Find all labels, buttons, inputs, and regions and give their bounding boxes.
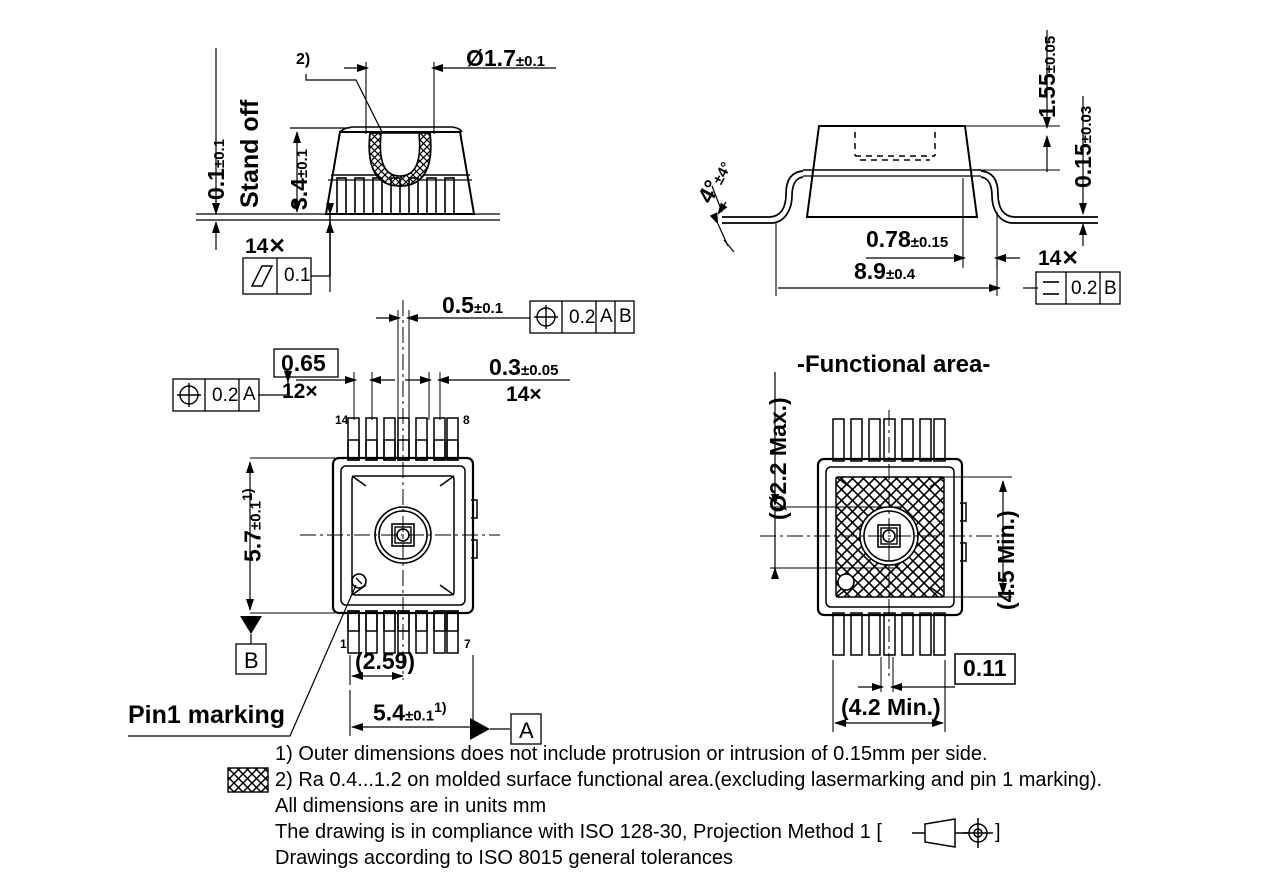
total-height-dimension: 1.55±0.05 xyxy=(1034,35,1060,118)
note-item-3: All dimensions are in units mm xyxy=(275,795,547,817)
functional-height-min: (4.5 Min.) xyxy=(993,510,1019,610)
foot-length-dimension: 0.78±0.15 xyxy=(866,226,949,252)
pin-label-7: 7 xyxy=(464,637,471,651)
standoff-label: Stand off xyxy=(236,99,264,208)
flatness-count-left: 14✕ xyxy=(245,235,286,258)
pitch-basic-box xyxy=(273,348,339,378)
body-height-dimension: 3.4±0.1 xyxy=(286,148,312,210)
pin-label-1: 1 xyxy=(340,637,347,651)
body-width-dimension: 5.4±0.11) xyxy=(373,699,447,726)
projection-method-symbol xyxy=(912,818,993,848)
pitch-gdt-datum-a: A xyxy=(243,384,256,405)
lead-width-gdt-value: 0.2 xyxy=(569,307,596,328)
overall-width-dimension: 8.9±0.4 xyxy=(854,258,916,284)
note-item-2: 2) Ra 0.4...1.2 on molded surface functi… xyxy=(275,769,1103,791)
functional-area-title: -Functional area- xyxy=(797,351,991,378)
lead-thickness-dimension-side: 0.15±0.03 xyxy=(1070,105,1096,188)
note-hatch-swatch xyxy=(227,767,269,793)
lead-width-dimension: 0.5±0.1 xyxy=(442,292,504,318)
functional-dia-max: (Ø2.2 Max.) xyxy=(765,397,791,520)
gdt-frame-flatness-left xyxy=(242,257,312,295)
view-bottom-main xyxy=(128,300,570,745)
parallelism-count-right: 14✕ xyxy=(1038,247,1079,270)
gdt-frame-position-pitch xyxy=(172,378,260,412)
functional-flatness-value: 0.11 xyxy=(963,655,1007,681)
lead-width-gdt-datum-a: A xyxy=(600,306,613,327)
view-side-lateral xyxy=(709,30,1098,296)
note-item-1: 1) Outer dimensions does not include pro… xyxy=(275,743,988,765)
lead-width-gdt-datum-b: B xyxy=(619,306,632,327)
datum-label-a: A xyxy=(519,718,534,743)
view-functional-area xyxy=(760,372,1016,732)
hole-diameter-dimension: Ø1.7±0.1 xyxy=(466,45,545,71)
datum-label-b: B xyxy=(244,648,259,673)
lead-thickness-dimension: 0.3±0.05 xyxy=(489,354,559,380)
standoff-dimension: 0.1±0.1 xyxy=(203,138,229,200)
gdt-frame-parallelism-right xyxy=(1035,271,1121,305)
gdt-frame-position-0p5 xyxy=(529,300,635,334)
note-ref-callout: 2) xyxy=(296,51,311,68)
note-item-5: Drawings according to ISO 8015 general t… xyxy=(275,847,734,869)
flatness-value-left: 0.1 xyxy=(284,265,311,286)
pitch-dimension: 0.65 xyxy=(281,350,326,376)
lead-thickness-count: 14× xyxy=(506,383,542,406)
note-item-4: The drawing is in compliance with ISO 12… xyxy=(275,821,882,843)
body-height-dimension-bottom: 5.7±0.11) xyxy=(239,488,266,562)
pitch-gdt-value: 0.2 xyxy=(212,385,239,406)
parallelism-datum-right: B xyxy=(1104,278,1117,299)
view-side-front xyxy=(196,48,556,292)
pitch-count: 12× xyxy=(282,380,318,403)
parallelism-value-right: 0.2 xyxy=(1071,278,1098,299)
edge-to-center-dimension: (2.59) xyxy=(355,648,416,674)
pin1-marking-label: Pin1 marking xyxy=(128,701,285,729)
functional-width-min: (4.2 Min.) xyxy=(841,694,941,720)
pin-label-14: 14 xyxy=(335,413,349,427)
pin-label-8: 8 xyxy=(463,413,470,427)
note-item-4-suffix: ] xyxy=(995,821,1001,843)
